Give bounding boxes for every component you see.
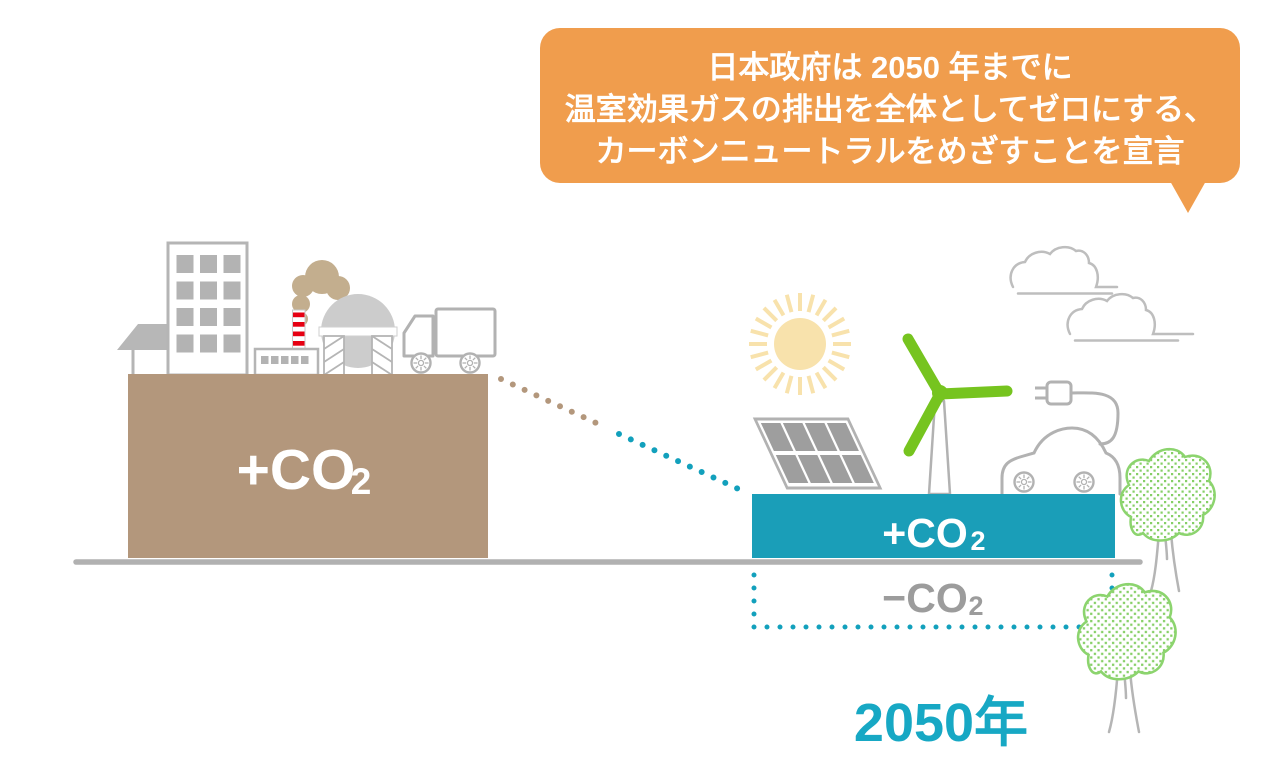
office-building-icon	[166, 241, 249, 377]
charging-cable-icon	[1069, 391, 1120, 446]
emissions-now-label-sub: 2	[351, 461, 372, 502]
speech-bubble-tail	[1170, 181, 1206, 213]
removal-label-sub: 2	[968, 591, 983, 621]
wind-turbine-icon	[902, 333, 1013, 496]
decline-dots-brown	[498, 376, 610, 431]
emissions-2050-label-sub: 2	[970, 526, 985, 556]
solar-panel-icon	[752, 417, 883, 490]
tree-icon	[1076, 582, 1177, 734]
cloud-icon	[1009, 245, 1119, 295]
cloud-icon	[1066, 292, 1195, 342]
speech-bubble: 日本政府は 2050 年までに 温室効果ガスの排出を全体としてゼロにする、 カー…	[540, 28, 1240, 213]
plug-icon	[1035, 380, 1073, 406]
decline-dots-teal	[616, 431, 748, 495]
emissions-now-label: +CO	[237, 438, 356, 502]
gas-tank-icon	[318, 294, 398, 376]
speech-bubble-body	[540, 28, 1240, 183]
bubble-text-line2: 温室効果ガスの排出を全体としてゼロにする、	[565, 92, 1215, 127]
bubble-text-line1: 日本政府は 2050 年までに	[707, 50, 1072, 85]
future-emissions-group: +CO 2 −CO 2 2050年	[747, 245, 1195, 753]
tree-icon	[1119, 447, 1216, 593]
removal-label: −CO	[882, 575, 967, 621]
truck-wheel-icon	[459, 352, 481, 374]
factory-chimney-icon	[253, 260, 350, 377]
truck-icon	[402, 307, 497, 374]
emissions-block-2050	[752, 494, 1115, 558]
sun-icon	[747, 291, 853, 397]
emissions-2050-label: +CO	[882, 510, 967, 556]
year-label: 2050年	[854, 693, 1028, 753]
current-emissions-group: +CO 2	[117, 241, 497, 558]
truck-wheel-icon	[410, 352, 432, 374]
emissions-block-now	[128, 374, 488, 558]
electric-car-icon	[1000, 380, 1122, 496]
decline-dotted-line	[498, 376, 748, 495]
car-wheel-icon	[1073, 471, 1095, 493]
car-wheel-icon	[1013, 471, 1035, 493]
bubble-text-line3: カーボンニュートラルをめざすことを宣言	[596, 134, 1185, 169]
